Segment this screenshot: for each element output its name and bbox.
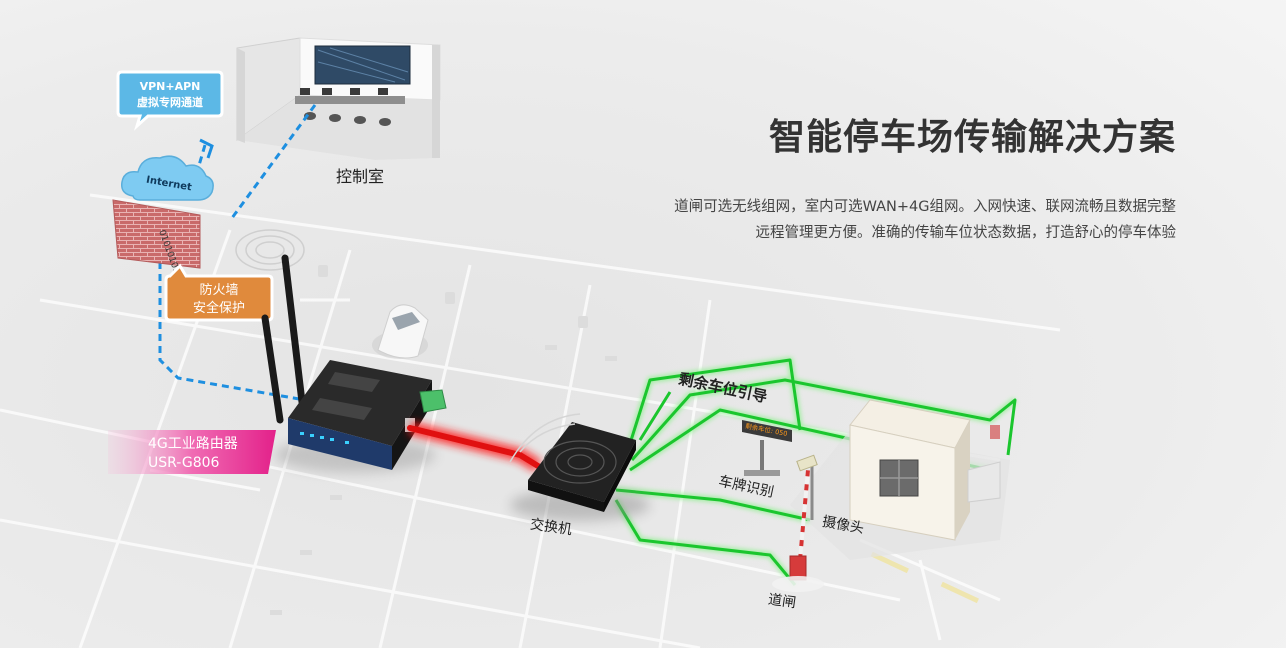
description-line-2: 远程管理更方便。准确的传输车位状态数据，打造舒心的停车体验: [755, 225, 1177, 241]
firewall-icon: [112, 199, 201, 269]
firewall-callout-line2: 安全保护: [193, 300, 245, 316]
router-label-line2: USR-G806: [148, 455, 220, 471]
barrier-gate-icon: [772, 469, 824, 592]
link-to-barrier: [614, 499, 797, 586]
link-to-kiosk: [630, 378, 1017, 461]
parked-car: [372, 304, 429, 359]
switch-label: 交换机: [529, 516, 573, 539]
camera-icon: [796, 454, 818, 520]
control-room-label: 控制室: [336, 167, 384, 186]
switch-signal-icon: [509, 413, 581, 463]
vpn-callout-line1: VPN+APN: [140, 80, 201, 93]
link-to-camera: [615, 488, 811, 522]
switch-device: [528, 422, 636, 512]
firewall-callout-line1: 防火墙: [199, 282, 238, 298]
router-label-bg: [108, 430, 276, 474]
parking-slot-marks: [270, 265, 617, 615]
toll-booth: [790, 399, 1010, 560]
terminal-connector-icon: [419, 389, 447, 413]
ethernet-link: [407, 421, 542, 472]
road-markings: [870, 551, 979, 604]
internet-cloud-icon: [120, 155, 214, 201]
camera-label: 摄像头: [821, 514, 865, 537]
router-label-line1: 4G工业路由器: [148, 436, 238, 452]
barrier-gate-label: 道闸: [767, 592, 797, 612]
link-to-guide-sign: [626, 358, 802, 451]
solution-description: 道闸可选无线组网，室内可选WAN+4G组网。入网快速、联网流畅且数据完整 远程管…: [674, 194, 1176, 246]
signal-rings-icon: [235, 229, 305, 271]
control-room: [236, 37, 441, 160]
parking-guide-sign: [742, 420, 792, 476]
page-title: 智能停车场传输解决方案: [768, 117, 1176, 158]
vpn-callout-line2: 虚拟专网通道: [137, 95, 203, 109]
description-line-1: 道闸可选无线组网，室内可选WAN+4G组网。入网快速、联网流畅且数据完整: [674, 199, 1176, 215]
vpn-callout: [116, 70, 224, 131]
